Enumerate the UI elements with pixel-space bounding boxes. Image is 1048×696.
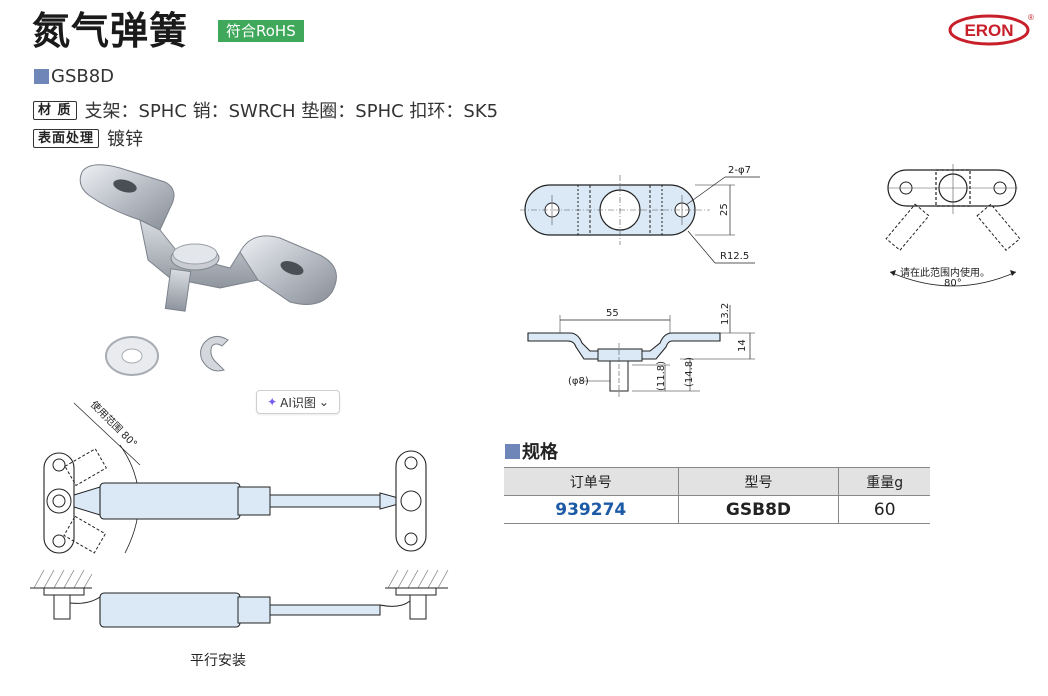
table-header-row: 订单号 型号 重量g [504,467,930,496]
surface-row: 表面处理 镀锌 [33,125,143,151]
installation-caption: 平行安装 [190,653,246,669]
spec-table: 订单号 型号 重量g 939274 GSB8D 60 [504,467,930,524]
dim-25: 25 [719,203,730,216]
header-weight: 重量g [838,467,930,496]
header-order-no: 订单号 [504,467,679,496]
model-cell: GSB8D [677,495,839,524]
dim-14-8: (14.8) [684,357,695,387]
logo-reg: ® [1028,13,1034,22]
material-row: 材 质 支架：SPHC 销：SWRCH 垫圈：SPHC 扣环：SK5 [33,97,498,123]
product-photo [79,164,337,376]
material-tag: 材 质 [33,100,77,120]
spec-title-text: 规格 [522,442,558,463]
top-view-drawing: 2-φ7 25 R12.5 [520,165,760,264]
surface-tag: 表面处理 [33,128,100,148]
page-title: 氮气弹簧 [32,9,189,53]
chevron-down-icon: ⌄ [318,395,329,409]
header-model: 型号 [677,467,839,496]
section-marker [505,443,520,459]
surface-text: 镀锌 [107,129,144,150]
order-no-link[interactable]: 939274 [504,495,679,524]
model-line: GSB8D [34,66,114,87]
r-label: R12.5 [720,251,749,262]
side-view-drawing: 55 13.2 14 (φ8) (11.8) (14.8) [527,303,755,399]
usage-range-diagram [885,164,1021,287]
spec-title: 规格 [505,438,558,464]
weight-cell: 60 [838,495,930,524]
ai-recognize-button[interactable]: ✦ AI识图 ⌄ [256,390,340,414]
rohs-badge: 符合RoHS [218,20,304,42]
dim-14: 14 [737,339,748,352]
eron-logo: ERON ® [948,13,1034,46]
dim-11-8: (11.8) [656,361,667,391]
model-code: GSB8D [51,66,115,87]
phi8-label: (φ8) [568,376,589,387]
section-marker [34,69,49,84]
range-degree: 80° [944,278,962,289]
usage-range-label: 使用范围 80° [88,398,140,450]
table-row: 939274 GSB8D 60 [504,495,930,524]
material-text: 支架：SPHC 销：SWRCH 垫圈：SPHC 扣环：SK5 [84,101,499,122]
ai-button-label: AI识图 [280,395,316,410]
installation-diagram: 使用范围 80° [30,398,449,628]
sparkle-icon: ✦ [267,395,278,409]
hole-label: 2-φ7 [728,165,751,176]
range-note: 请在此范围内使用。 [900,268,990,279]
dim-55: 55 [606,308,619,319]
dim-13-2: 13.2 [720,303,731,325]
logo-text: ERON [964,21,1013,40]
